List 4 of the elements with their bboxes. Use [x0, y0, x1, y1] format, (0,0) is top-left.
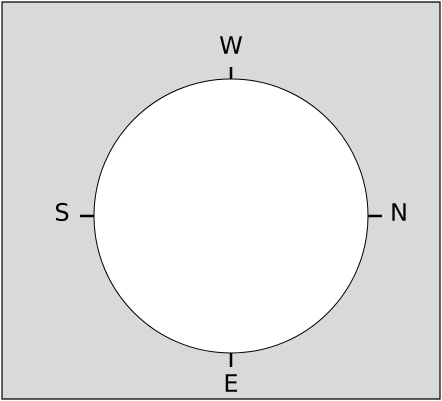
direction-label: W	[220, 36, 242, 54]
direction-label: S	[56, 202, 68, 222]
circle	[94, 78, 368, 354]
direction-label: N	[392, 203, 406, 221]
